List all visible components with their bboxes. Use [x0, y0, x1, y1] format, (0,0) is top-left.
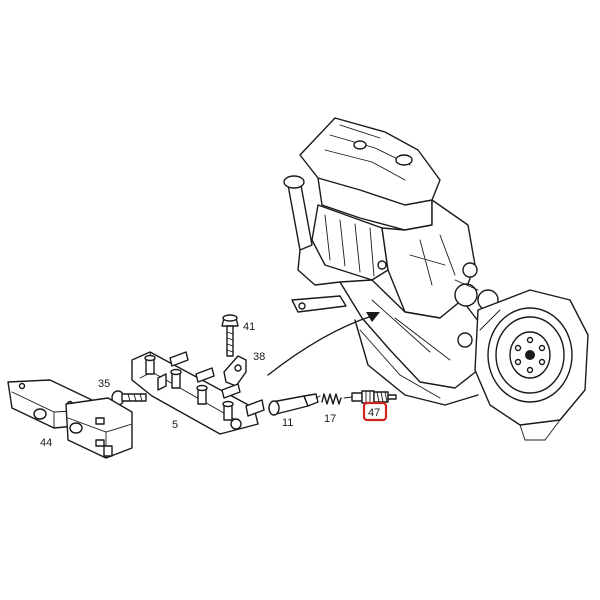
label-47: 47: [368, 407, 380, 419]
label-41: 41: [243, 321, 255, 333]
highlight-box: [362, 401, 388, 422]
label-11: 11: [282, 417, 293, 429]
part-38-bracket[interactable]: [223, 355, 247, 387]
part-11-plug-connector[interactable]: [268, 393, 321, 416]
engine-block[interactable]: [283, 117, 589, 441]
label-35: 35: [98, 378, 110, 390]
location-arrow: [267, 312, 380, 376]
part-5-ignition-coil-rail[interactable]: [131, 351, 265, 435]
label-38: 38: [253, 351, 265, 363]
part-17-spring[interactable]: [321, 393, 342, 405]
part-44-connector-module[interactable]: [7, 379, 133, 459]
label-47-highlight[interactable]: 47: [362, 401, 388, 422]
part-47-spark-plug[interactable]: [343, 390, 397, 404]
part-41-bolt[interactable]: [221, 314, 239, 357]
label-44: 44: [40, 437, 52, 449]
label-17: 17: [324, 413, 336, 425]
label-5: 5: [172, 419, 178, 431]
